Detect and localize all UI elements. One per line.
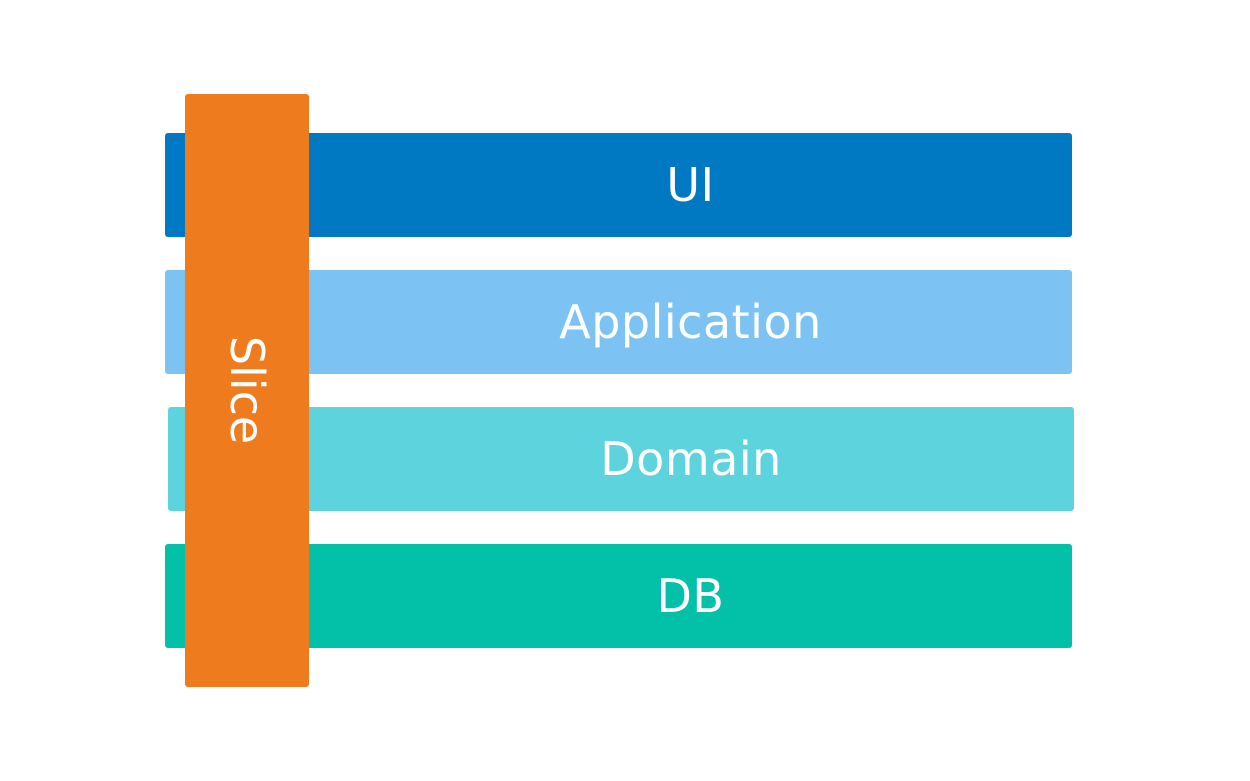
layer-ui: UI [165, 133, 1072, 237]
slice-label: Slice [220, 335, 274, 445]
layer-application: Application [165, 270, 1072, 374]
layer-db-label: DB [656, 569, 725, 623]
layer-application-label: Application [559, 295, 822, 349]
slice-bar: Slice [185, 94, 309, 687]
layer-domain: Domain [168, 407, 1074, 511]
layer-db: DB [165, 544, 1072, 648]
layer-ui-label: UI [666, 158, 715, 212]
layer-domain-label: Domain [600, 432, 782, 486]
